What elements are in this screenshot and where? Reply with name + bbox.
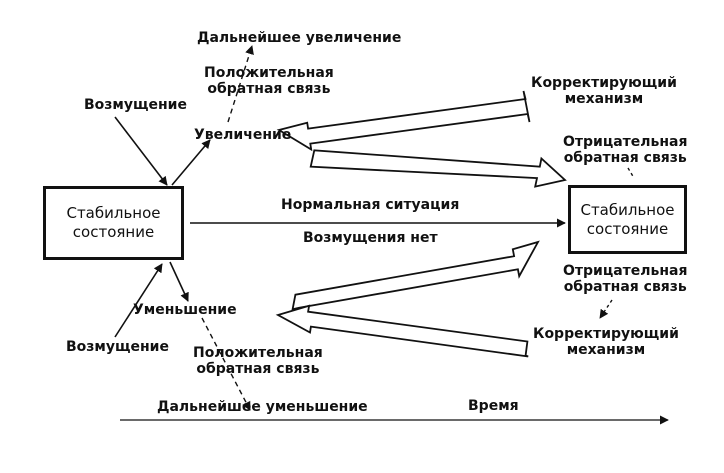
right-stable-state-box: Стабильное состояние: [568, 185, 687, 254]
negative-feedback-top-label: Отрицательная обратная связь: [563, 134, 688, 166]
to-increase-arrow: [171, 139, 211, 186]
left-stable-state-box: Стабильное состояние: [43, 186, 184, 260]
increase-label: Увеличение: [194, 127, 292, 143]
corrective-top-hollow-arrow: [276, 90, 531, 152]
left-box-line1: Стабильное: [66, 204, 161, 222]
no-disturbance-label: Возмущения нет: [303, 230, 438, 246]
negative-feedback-bottom-dashed: [599, 299, 613, 319]
disturbance-top-arrow: [114, 116, 168, 186]
left-box-line2: состояние: [72, 223, 155, 241]
disturbance-bottom-label: Возмущение: [66, 339, 169, 355]
positive-feedback-top-dashed: [227, 45, 254, 123]
corrective-mechanism-bottom-label: Корректирующий механизм: [533, 326, 679, 358]
to-decrease-arrow: [169, 261, 189, 302]
normal-situation-label: Нормальная ситуация: [281, 197, 460, 213]
right-box-line2: состояние: [586, 219, 669, 238]
positive-feedback-top-label: Положительная обратная связь: [204, 65, 334, 97]
negative-feedback-bottom-label: Отрицательная обратная связь: [563, 263, 688, 295]
time-label: Время: [468, 398, 519, 414]
positive-feedback-bottom-label: Положительная обратная связь: [193, 345, 323, 377]
negative-feedback-top-dashed: [627, 167, 635, 179]
disturbance-bottom-arrow: [114, 263, 163, 338]
further-decrease-label: Дальнейшее уменьшение: [157, 399, 368, 415]
increase-to-stable-hollow-arrow: [309, 149, 567, 188]
corrective-bottom-hollow-arrow: [275, 304, 529, 358]
further-increase-label: Дальнейшее увеличение: [197, 30, 402, 46]
decrease-label: Уменьшение: [133, 302, 237, 318]
corrective-mechanism-top-label: Корректирующий механизм: [531, 75, 677, 107]
disturbance-top-label: Возмущение: [84, 97, 187, 113]
decrease-to-stable-hollow-arrow: [291, 240, 540, 311]
right-box-line1: Стабильное: [580, 200, 675, 219]
